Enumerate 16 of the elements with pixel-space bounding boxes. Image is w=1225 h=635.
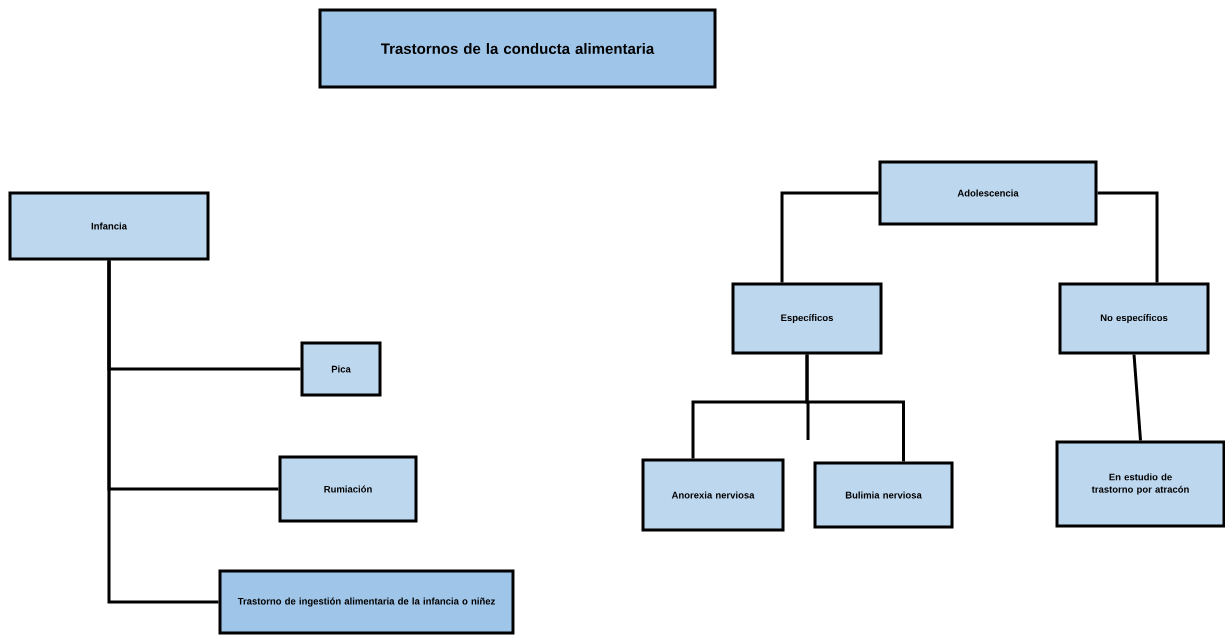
category-box: Infancia [8,191,210,261]
category-box: Adolescencia [878,160,1098,226]
category-box: No específicos [1058,282,1210,355]
connector-line [107,260,219,604]
disorder-box: Anorexia nerviosa [641,458,785,532]
connector-line [805,354,905,462]
connector-line [780,191,879,283]
category-box: Específicos [731,282,883,355]
disorder-box: En estudio de trastorno por atracón [1055,440,1225,528]
disorder-box: Trastorno de ingestión alimentaria de la infancia o niñez [218,569,515,635]
connector-line [1097,191,1159,283]
disorder-box: Pica [300,341,382,397]
connector-line [1132,354,1142,441]
title-box: Trastornos de la conducta alimentaria [318,8,717,89]
disorder-box: Bulimia nerviosa [813,461,954,529]
disorder-box: Rumiación [278,455,418,523]
